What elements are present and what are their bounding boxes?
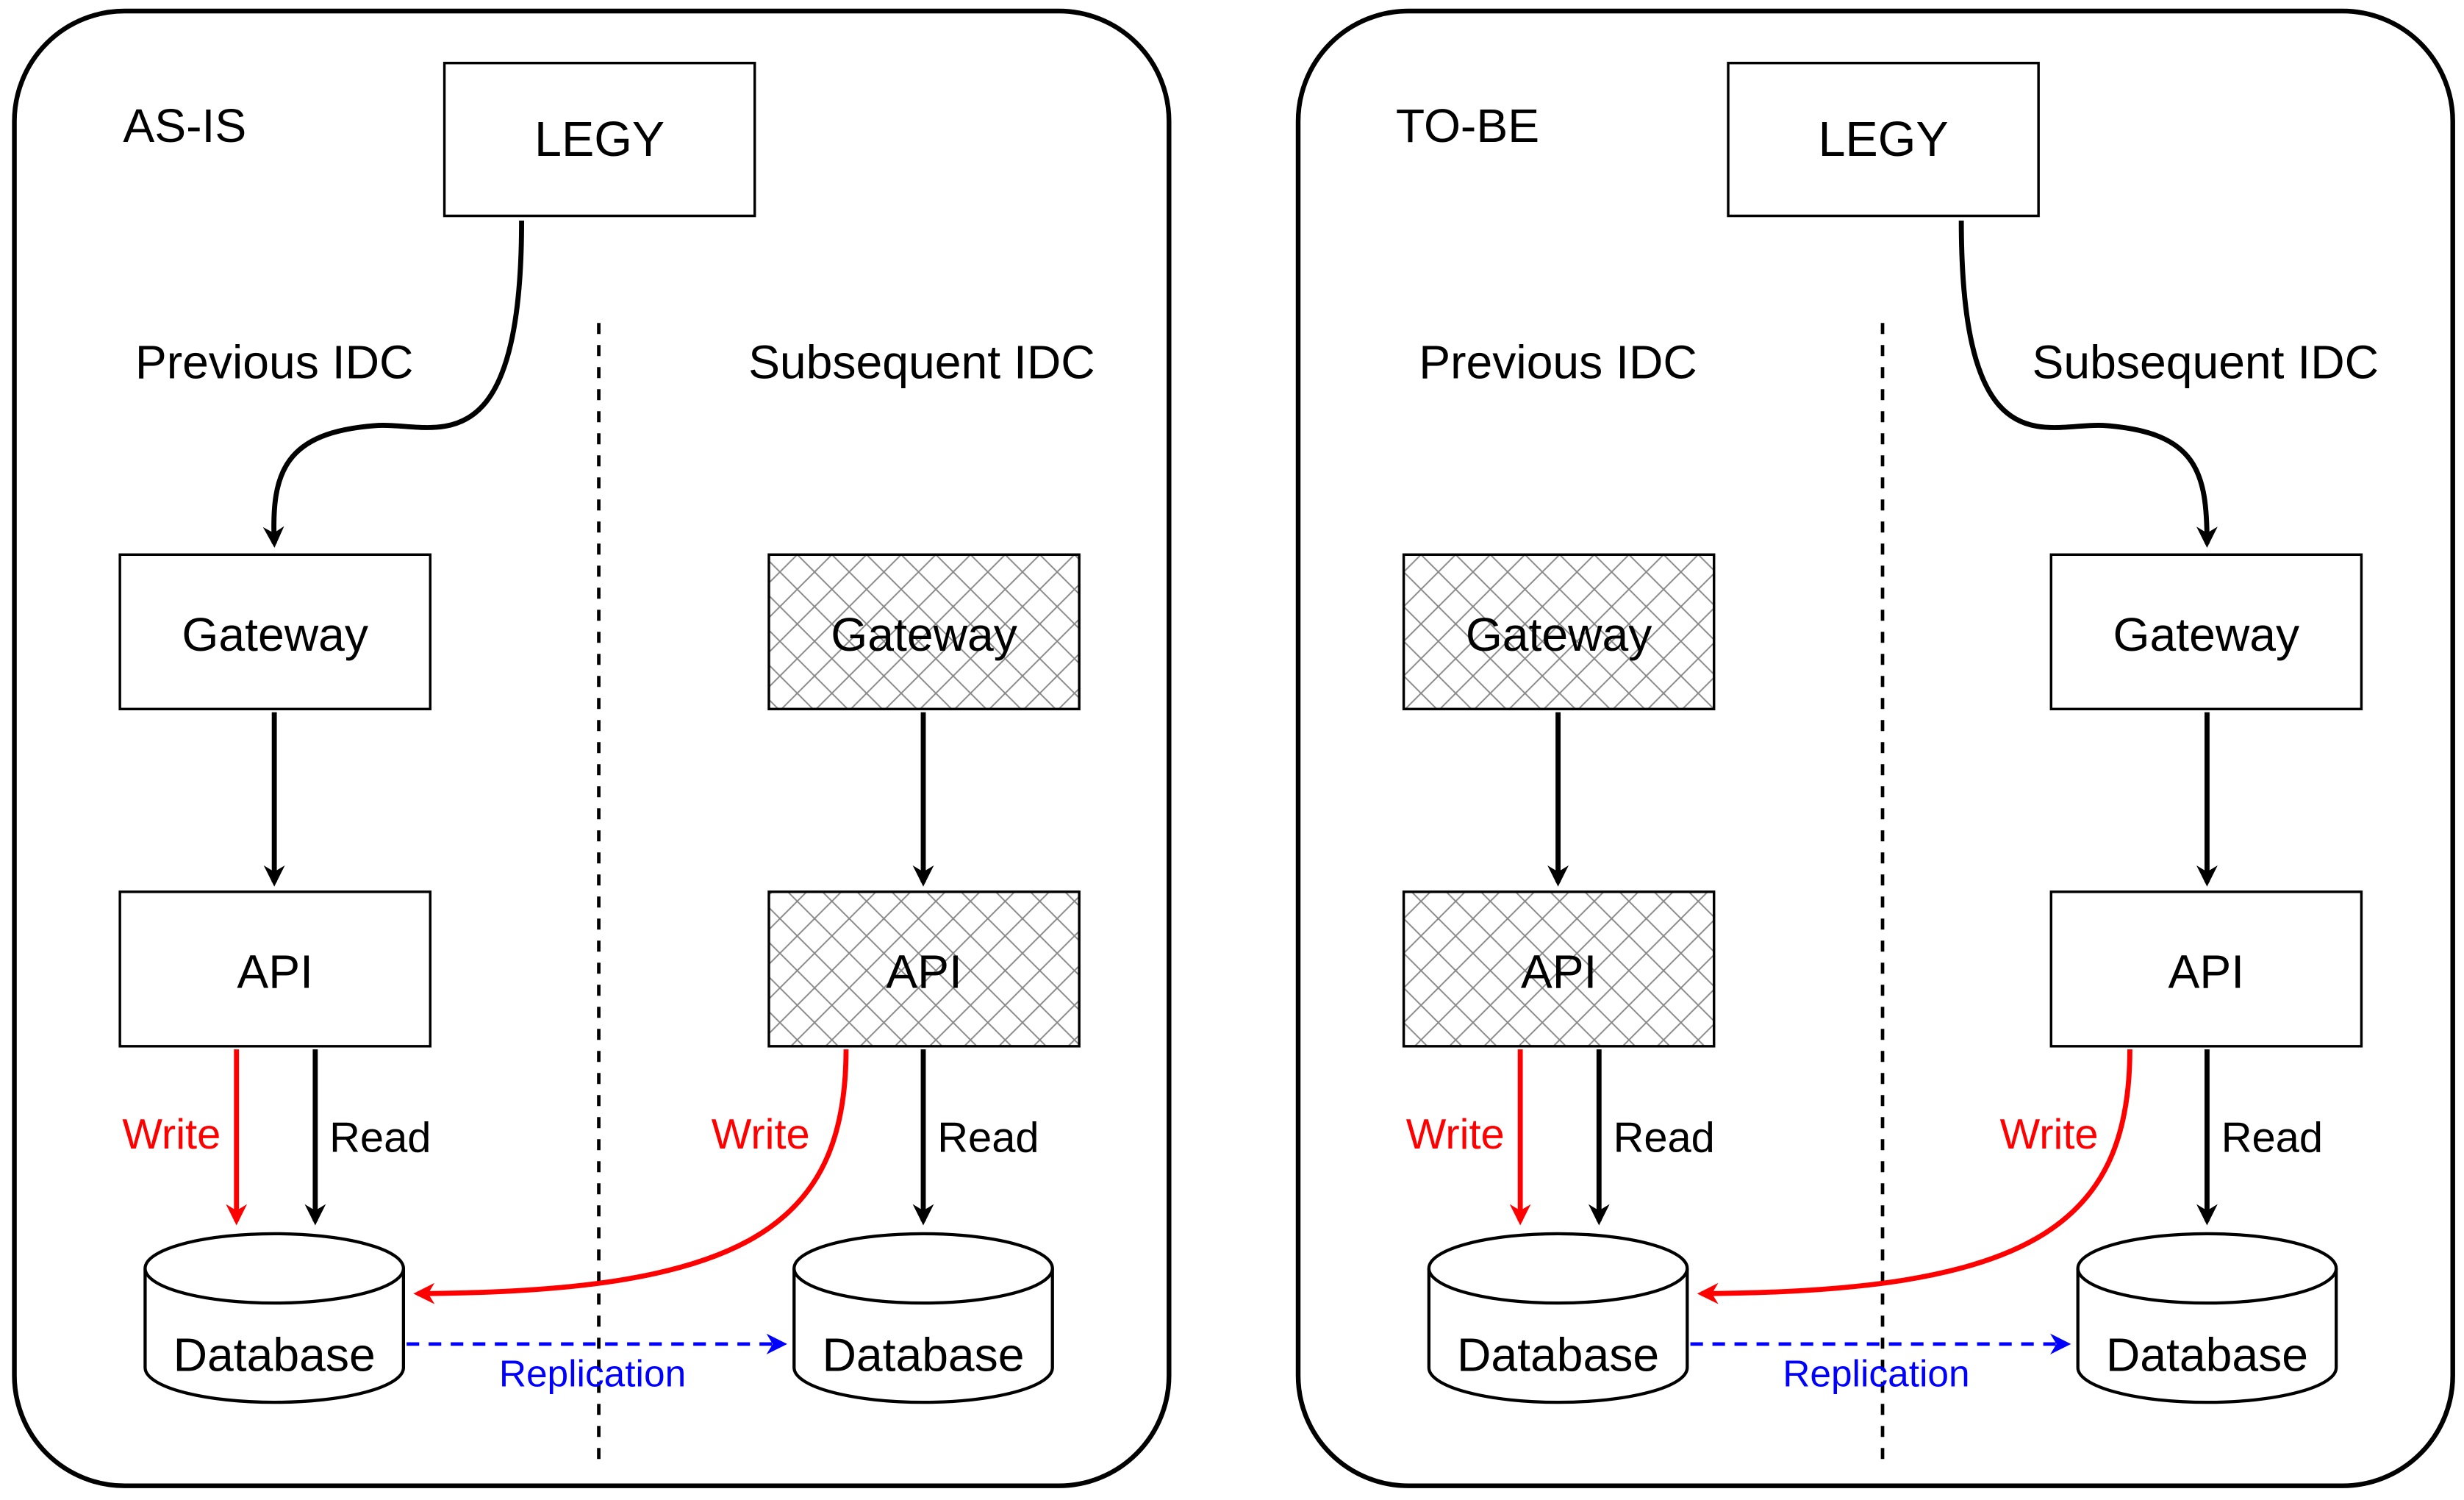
gateway-label-subsequent: Gateway (831, 608, 1017, 661)
gateway-box-subsequent[interactable] (767, 553, 1081, 710)
api-label-previous: API (237, 946, 313, 999)
database-cylinder-previous[interactable] (1427, 1232, 1689, 1404)
legy-box[interactable] (443, 62, 756, 218)
database-cylinder-previous[interactable] (143, 1232, 405, 1404)
database-label-previous: Database (173, 1328, 376, 1381)
read-label-subsequent: Read (2221, 1114, 2323, 1161)
gateway-label-previous: Gateway (1466, 608, 1652, 661)
api-label-previous: API (1521, 946, 1597, 999)
api-label-subsequent: API (886, 946, 962, 999)
read-label-previous: Read (1614, 1114, 1715, 1161)
replication-label: Replication (499, 1352, 686, 1395)
panel-frame (1295, 8, 2455, 1488)
subsequent-idc-label: Subsequent IDC (2032, 335, 2379, 388)
legy-to-gateway-arrow (262, 220, 524, 549)
write-arrow-subsequent (1697, 1049, 2132, 1304)
database-label-subsequent: Database (2106, 1328, 2308, 1381)
panel-frame (12, 8, 1172, 1488)
replication-label: Replication (1783, 1352, 1969, 1395)
panel-title: TO-BE (1396, 99, 1539, 152)
database-label-subsequent: Database (822, 1328, 1024, 1381)
previous-idc-label: Previous IDC (1419, 335, 1697, 388)
api-box-subsequent[interactable] (2049, 890, 2363, 1048)
legy-to-gateway-arrow (1958, 220, 2218, 549)
api-label-subsequent: API (2168, 946, 2245, 999)
write-label-subsequent: Write (2000, 1111, 2099, 1158)
gateway-box-subsequent[interactable] (2049, 553, 2363, 710)
gateway-label-previous: Gateway (182, 608, 368, 661)
api-box-previous[interactable] (118, 890, 431, 1048)
panel-as-is: AS-IS LEGY Previous IDC Subsequent IDC G… (12, 8, 1172, 1488)
panel-title: AS-IS (123, 99, 246, 152)
database-cylinder-subsequent[interactable] (792, 1232, 1054, 1404)
previous-idc-label: Previous IDC (135, 335, 414, 388)
gateway-box-previous[interactable] (118, 553, 431, 710)
write-label-previous: Write (1406, 1111, 1505, 1158)
write-arrow-subsequent (413, 1049, 849, 1304)
legy-label: LEGY (534, 113, 665, 167)
database-label-previous: Database (1457, 1328, 1659, 1381)
database-cylinder-subsequent[interactable] (2076, 1232, 2338, 1404)
write-label-previous: Write (122, 1111, 221, 1158)
read-label-previous: Read (329, 1114, 431, 1161)
gateway-label-subsequent: Gateway (2113, 608, 2300, 661)
api-box-previous[interactable] (1402, 890, 1716, 1048)
legy-label: LEGY (1818, 113, 1948, 167)
subsequent-idc-label: Subsequent IDC (748, 335, 1095, 388)
read-label-subsequent: Read (937, 1114, 1039, 1161)
panel-to-be: TO-BE LEGY Previous IDC Subsequent IDC G… (1295, 8, 2455, 1488)
gateway-box-previous[interactable] (1402, 553, 1716, 710)
write-label-subsequent: Write (712, 1111, 810, 1158)
legy-box[interactable] (1727, 62, 2040, 218)
api-box-subsequent[interactable] (767, 890, 1081, 1048)
